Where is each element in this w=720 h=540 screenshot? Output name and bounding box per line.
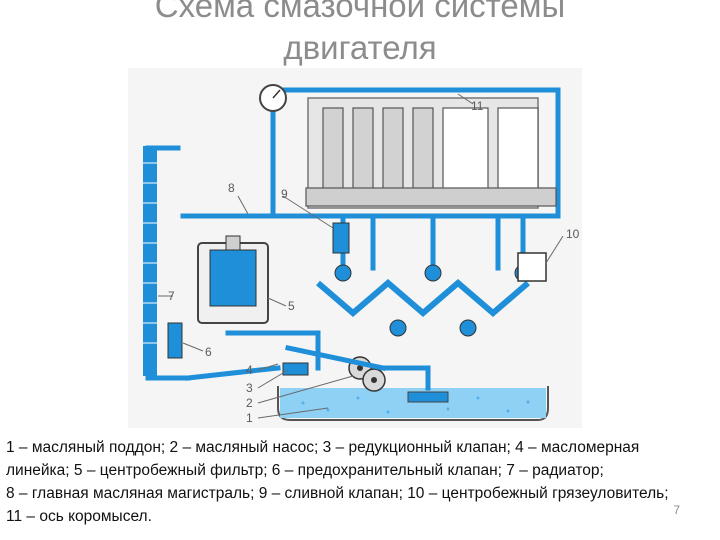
callout-labels: 1 2 3 4 5 6 7 8 9 10 11 — [168, 99, 580, 425]
leader-lines — [158, 93, 564, 419]
callout-5: 5 — [288, 299, 295, 313]
radiator — [143, 146, 157, 376]
callout-2: 2 — [246, 396, 253, 410]
diagram-caption: 1 – масляный поддон; 2 – масляный насос;… — [6, 436, 712, 528]
caption-line-2: линейка; 5 – центробежный фильтр; 6 – пр… — [6, 462, 604, 479]
caption-line-1: 1 – масляный поддон; 2 – масляный насос;… — [6, 439, 640, 456]
callout-3: 3 — [246, 381, 253, 395]
callout-1: 1 — [246, 411, 253, 425]
callout-10: 10 — [566, 227, 580, 241]
callout-7: 7 — [168, 289, 175, 303]
page-number: 7 — [673, 503, 680, 517]
oil-pan — [277, 386, 549, 421]
centrifugal-filter — [197, 235, 269, 324]
callout-9: 9 — [281, 187, 288, 201]
caption-line-3: 8 – главная масляная магистраль; 9 – сли… — [6, 485, 669, 502]
callout-4: 4 — [246, 363, 253, 377]
caption-line-4: 11 – ось коромысел. — [6, 508, 152, 525]
callout-6: 6 — [205, 345, 212, 359]
lubrication-system-diagram: 1 2 3 4 5 6 7 8 9 10 11 — [128, 68, 582, 428]
slide-title-line1: Схема смазочной системы — [154, 0, 566, 24]
pressure-gauge-icon — [259, 84, 287, 112]
callout-11: 11 — [471, 99, 484, 113]
callout-8: 8 — [228, 181, 235, 195]
slide-title-line2: двигателя — [283, 29, 437, 66]
engine-block — [305, 97, 557, 209]
valves — [167, 222, 547, 376]
